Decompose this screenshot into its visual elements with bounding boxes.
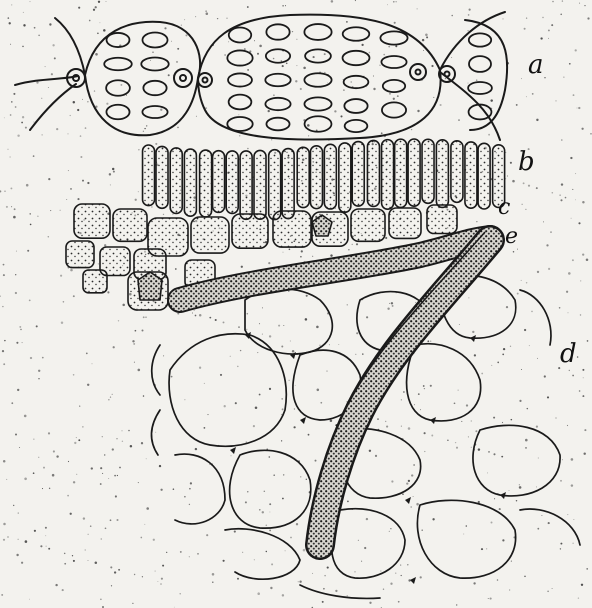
label-b: b <box>518 147 535 177</box>
vascular-strand-e <box>180 232 490 545</box>
label-a: a <box>528 50 544 80</box>
figure-labels: a b c e d <box>498 50 577 369</box>
label-d: d <box>560 339 577 369</box>
epidermis-layer-a <box>15 12 507 140</box>
label-c: c <box>498 195 510 220</box>
label-e: e <box>505 224 518 249</box>
mesh-tissue-d <box>151 275 580 598</box>
